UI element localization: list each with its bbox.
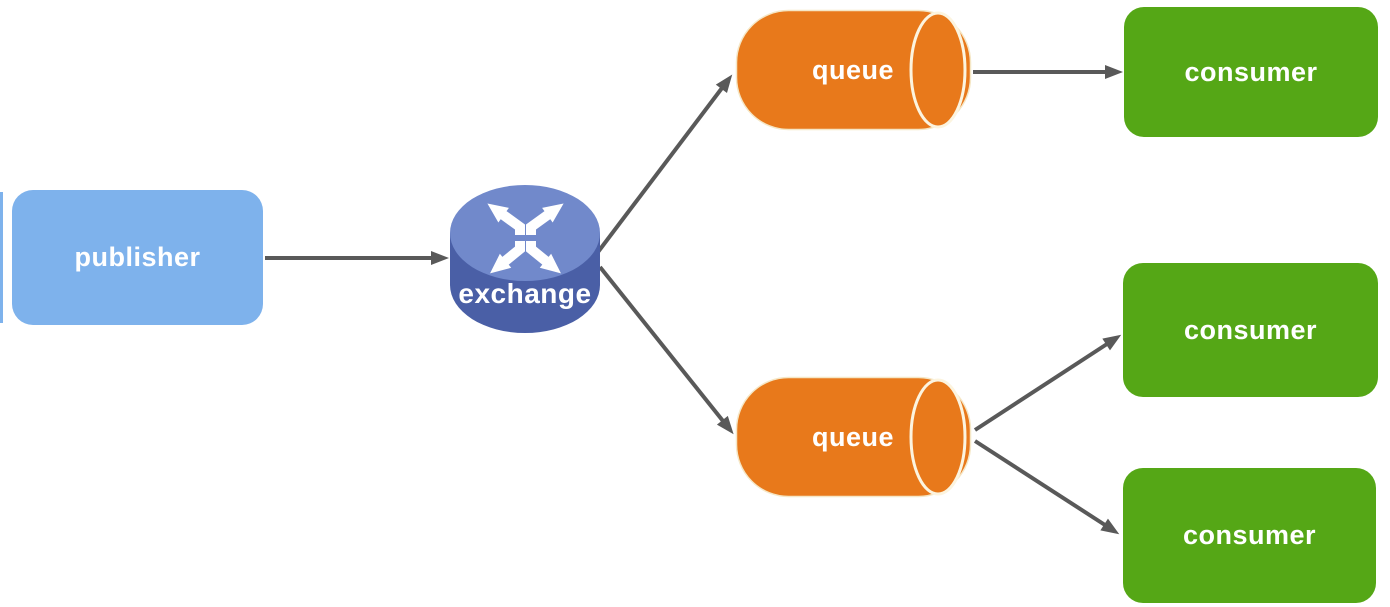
node-consumer-bottom: consumer — [1123, 468, 1376, 603]
node-publisher: publisher — [12, 190, 263, 325]
node-exchange: exchange — [450, 185, 600, 333]
edge-queue-bottom-to-consumer-middle — [973, 334, 1122, 432]
queue-cylinder — [735, 9, 972, 131]
edge-queue-bottom-to-consumer-bottom — [973, 439, 1120, 535]
queue-bottom-label: queue — [811, 421, 894, 452]
crossed-arrows-icon — [487, 203, 564, 274]
node-queue-bottom: queue — [735, 376, 972, 498]
router-icon — [450, 185, 600, 333]
consumer-middle-label: consumer — [1183, 314, 1318, 345]
clipped-shape-left-edge — [0, 192, 3, 323]
edge-exchange-to-queue-top — [596, 74, 733, 254]
edge-exchange-to-queue-bottom — [598, 265, 734, 435]
node-consumer-top: consumer — [1124, 7, 1378, 137]
consumer-top-label: consumer — [1184, 56, 1318, 87]
exchange-label: exchange — [458, 278, 592, 309]
queue-cylinder — [735, 376, 972, 498]
node-queue-top: queue — [735, 9, 972, 131]
consumer-bottom-label: consumer — [1182, 520, 1317, 550]
node-consumer-middle: consumer — [1123, 263, 1378, 397]
publisher-label: publisher — [74, 242, 201, 272]
queue-top-label: queue — [811, 54, 894, 85]
